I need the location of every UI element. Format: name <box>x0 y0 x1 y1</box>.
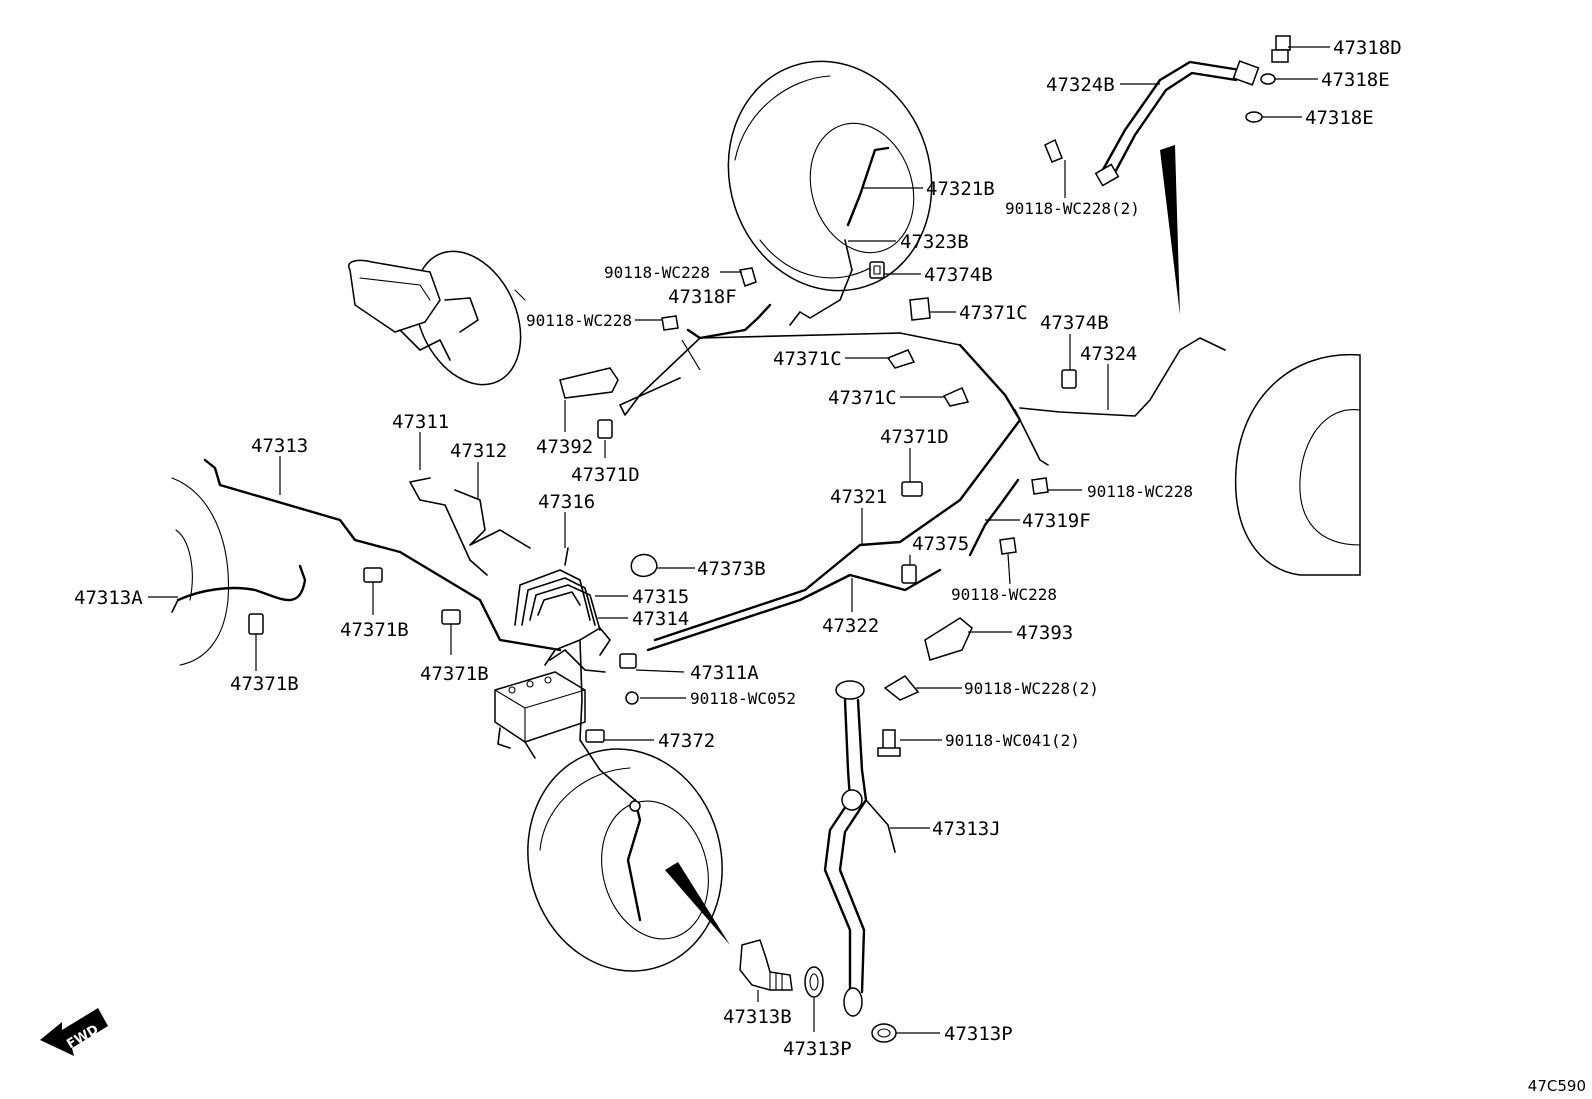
clip-47371D-center <box>901 481 923 497</box>
label-47318E-upper: 47318E <box>1321 69 1390 91</box>
label-47318E-lower: 47318E <box>1305 107 1374 129</box>
label-47315: 47315 <box>632 586 689 608</box>
union-bolt-47313B <box>739 939 793 991</box>
clip-47371D-left <box>597 419 613 439</box>
front-left-tire <box>727 60 933 292</box>
clip-47371B-3 <box>441 609 461 625</box>
label-47313P-1: 47313P <box>783 1038 852 1060</box>
label-47318D: 47318D <box>1333 37 1402 59</box>
label-47314: 47314 <box>632 608 689 630</box>
part-labels: 47318D 47318E 47318E 47324B 47321B 90118… <box>74 37 1402 1060</box>
label-90118-WC228-a: 90118-WC228 <box>604 263 710 282</box>
view-pointer-right <box>1160 145 1180 315</box>
label-47392: 47392 <box>536 436 593 458</box>
left-rear-wheel-arc <box>171 477 230 666</box>
label-47313: 47313 <box>251 435 308 457</box>
label-47324: 47324 <box>1080 343 1137 365</box>
label-90118-WC052: 90118-WC052 <box>690 689 796 708</box>
washer-47313P-1 <box>804 966 824 998</box>
washer-47313P-2 <box>871 1023 897 1043</box>
washer-47318E-2 <box>1245 111 1263 123</box>
clip-47374B-top <box>869 261 885 279</box>
clip-47371C-2 <box>886 349 916 369</box>
clip-47371B-1 <box>363 567 383 583</box>
label-47372: 47372 <box>658 730 715 752</box>
label-90118-WC228-b: 90118-WC228 <box>526 311 632 330</box>
bolt-47318D <box>1271 35 1291 63</box>
label-47393: 47393 <box>1016 622 1073 644</box>
bracket-47392 <box>559 367 619 399</box>
brake-booster-master-cylinder <box>348 250 526 386</box>
label-47313P-2: 47313P <box>944 1023 1013 1045</box>
label-47312: 47312 <box>450 440 507 462</box>
label-47374B-right: 47374B <box>1040 312 1109 334</box>
rear-tire <box>527 748 723 972</box>
label-47323B: 47323B <box>900 231 969 253</box>
clips-90118-WC228 <box>661 138 1063 555</box>
abs-actuator <box>494 671 586 759</box>
label-47371B-1: 47371B <box>340 619 409 641</box>
clip-47371C-1 <box>909 297 931 321</box>
view-pointer-rear <box>665 862 730 945</box>
brake-tubes <box>171 146 1226 801</box>
clip-47371C-3 <box>942 387 970 407</box>
label-47316: 47316 <box>538 491 595 513</box>
clip-47374B-right <box>1061 369 1077 389</box>
bracket-47393 <box>924 617 973 661</box>
label-47371D-center: 47371D <box>880 426 949 448</box>
label-47319F: 47319F <box>1022 510 1091 532</box>
label-47371D-left: 47371D <box>571 464 640 486</box>
label-47311: 47311 <box>392 411 449 433</box>
label-47313A: 47313A <box>74 587 143 609</box>
label-47371B-2: 47371B <box>230 673 299 695</box>
bolt-90118-WC041 <box>877 729 901 757</box>
diagram-id: 47C590 <box>1527 1077 1586 1095</box>
label-47371C-1: 47371C <box>959 302 1028 324</box>
label-47371C-3: 47371C <box>828 387 897 409</box>
label-90118-WC228-d: 90118-WC228 <box>951 585 1057 604</box>
label-47371C-2: 47371C <box>773 348 842 370</box>
label-47324B: 47324B <box>1046 74 1115 96</box>
clip-90118-WC228-bottom <box>883 675 920 701</box>
clip-47372 <box>585 729 605 743</box>
clip-47371B-2 <box>248 613 264 635</box>
fwd-arrow-icon: FWD <box>40 1008 108 1056</box>
label-90118-WC228-2-top: 90118-WC228(2) <box>1005 199 1140 218</box>
label-47374B-top: 47374B <box>924 264 993 286</box>
label-47321B: 47321B <box>926 178 995 200</box>
label-47322: 47322 <box>822 615 879 637</box>
label-47371B-3: 47371B <box>420 663 489 685</box>
label-90118-WC228-c: 90118-WC228 <box>1087 482 1193 501</box>
label-47375: 47375 <box>912 533 969 555</box>
label-47313J: 47313J <box>932 818 1001 840</box>
clip-47373B <box>630 553 658 578</box>
bolt-90118-WC052 <box>625 691 639 705</box>
leader-lines <box>148 46 1330 1034</box>
joint-47311A <box>619 653 637 669</box>
washer-47318E-1 <box>1260 73 1276 85</box>
label-47373B: 47373B <box>697 558 766 580</box>
hose-47324B <box>1094 60 1260 187</box>
clip-47375 <box>901 564 917 584</box>
label-47321: 47321 <box>830 486 887 508</box>
rear-brake-hose <box>626 798 642 922</box>
label-47318F: 47318F <box>668 286 737 308</box>
label-47313B: 47313B <box>723 1006 792 1028</box>
label-90118-WC228-2-bottom: 90118-WC228(2) <box>964 679 1099 698</box>
label-90118-WC041-2: 90118-WC041(2) <box>945 731 1080 750</box>
front-right-tire <box>1234 353 1361 576</box>
hose-47313J <box>823 680 896 1017</box>
label-47311A: 47311A <box>690 662 759 684</box>
